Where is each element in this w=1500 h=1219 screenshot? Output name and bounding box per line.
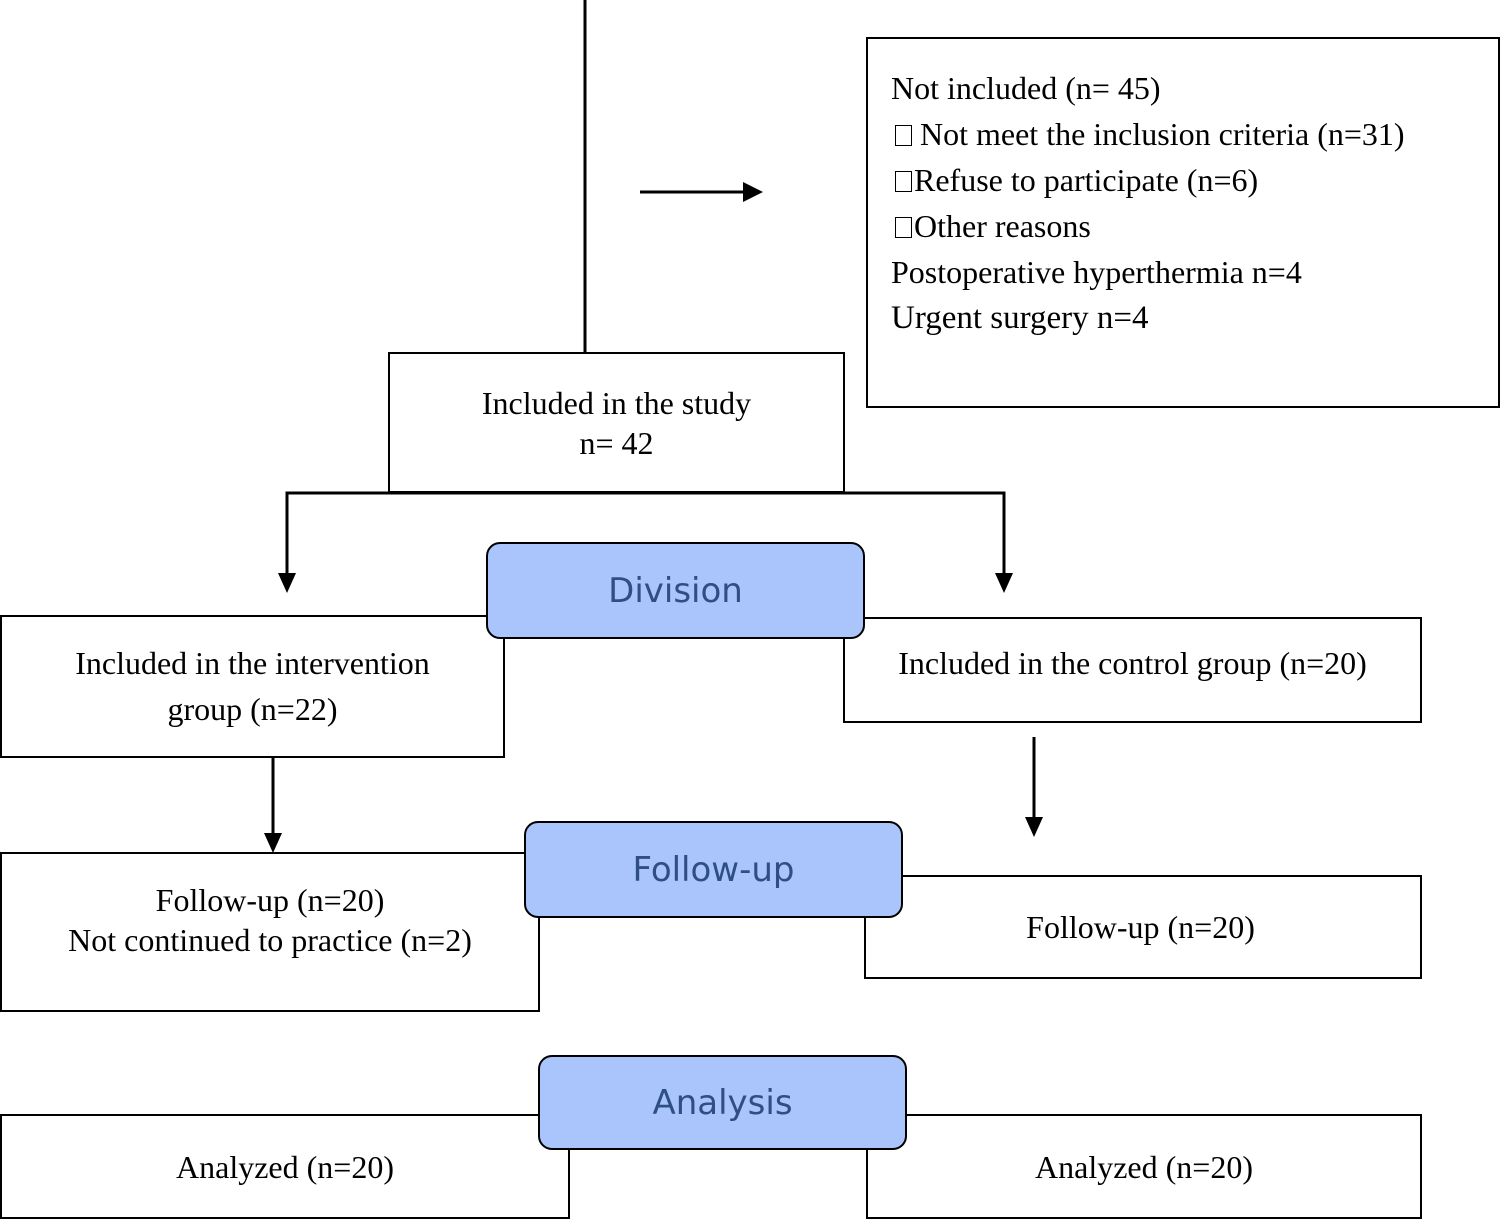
control-followup-box: Follow-up (n=20) [864,875,1422,979]
exclusion-arrow-head [743,182,763,202]
control-allocation-label: Included in the control group (n=20) [898,645,1367,681]
split-connector-right [843,491,1006,575]
excluded-title: Not included (n= 45) [891,70,1161,106]
intervention-allocation-box: Included in the intervention group (n=22… [0,615,505,758]
bullet-icon [895,217,912,238]
exclusion-detail-item: Postoperative hyperthermia n=4 [891,254,1302,290]
intervention-analysis-box: Analyzed (n=20) [0,1114,570,1219]
split-connector-left [285,491,865,575]
exclusion-reason-item: Not meet the inclusion criteria (n=31) [891,111,1405,157]
intervention-allocation-line2: group (n=22) [167,691,338,727]
intervention-followup-arrow-head [264,833,282,853]
control-followup-arrow-head [1025,817,1043,837]
control-arrow-head [995,573,1013,593]
intervention-analyzed-count: Analyzed (n=20) [176,1148,394,1185]
control-analyzed-count: Analyzed (n=20) [1035,1148,1253,1185]
exclusion-detail-item: Urgent surgery n=4 [891,300,1149,336]
control-analysis-box: Analyzed (n=20) [866,1114,1422,1219]
exclusion-reason-item: Other reasons [891,203,1091,249]
followup-phase-label: Follow-up [524,821,903,918]
exclusion-reason-item: Refuse to participate (n=6) [891,157,1258,203]
intervention-allocation-line1: Included in the intervention [75,645,430,681]
intervention-followup-box: Follow-up (n=20) Not continued to practi… [0,852,540,1012]
intervention-followup-count: Follow-up (n=20) [155,882,385,918]
analysis-phase-label: Analysis [538,1055,907,1150]
intervention-discontinued-count: Not continued to practice (n=2) [68,922,472,958]
included-count: n= 42 [579,424,654,461]
division-phase-label: Division [486,542,865,639]
control-allocation-box: Included in the control group (n=20) [843,617,1422,723]
intervention-arrow-head [278,573,296,593]
bullet-icon [895,171,912,192]
excluded-box: Not included (n= 45) Not meet the inclus… [866,37,1500,408]
included-label: Included in the study [481,384,752,421]
bullet-icon [895,125,912,146]
control-followup-count: Follow-up (n=20) [1026,909,1255,945]
included-box: Included in the study n= 42 [388,352,845,493]
